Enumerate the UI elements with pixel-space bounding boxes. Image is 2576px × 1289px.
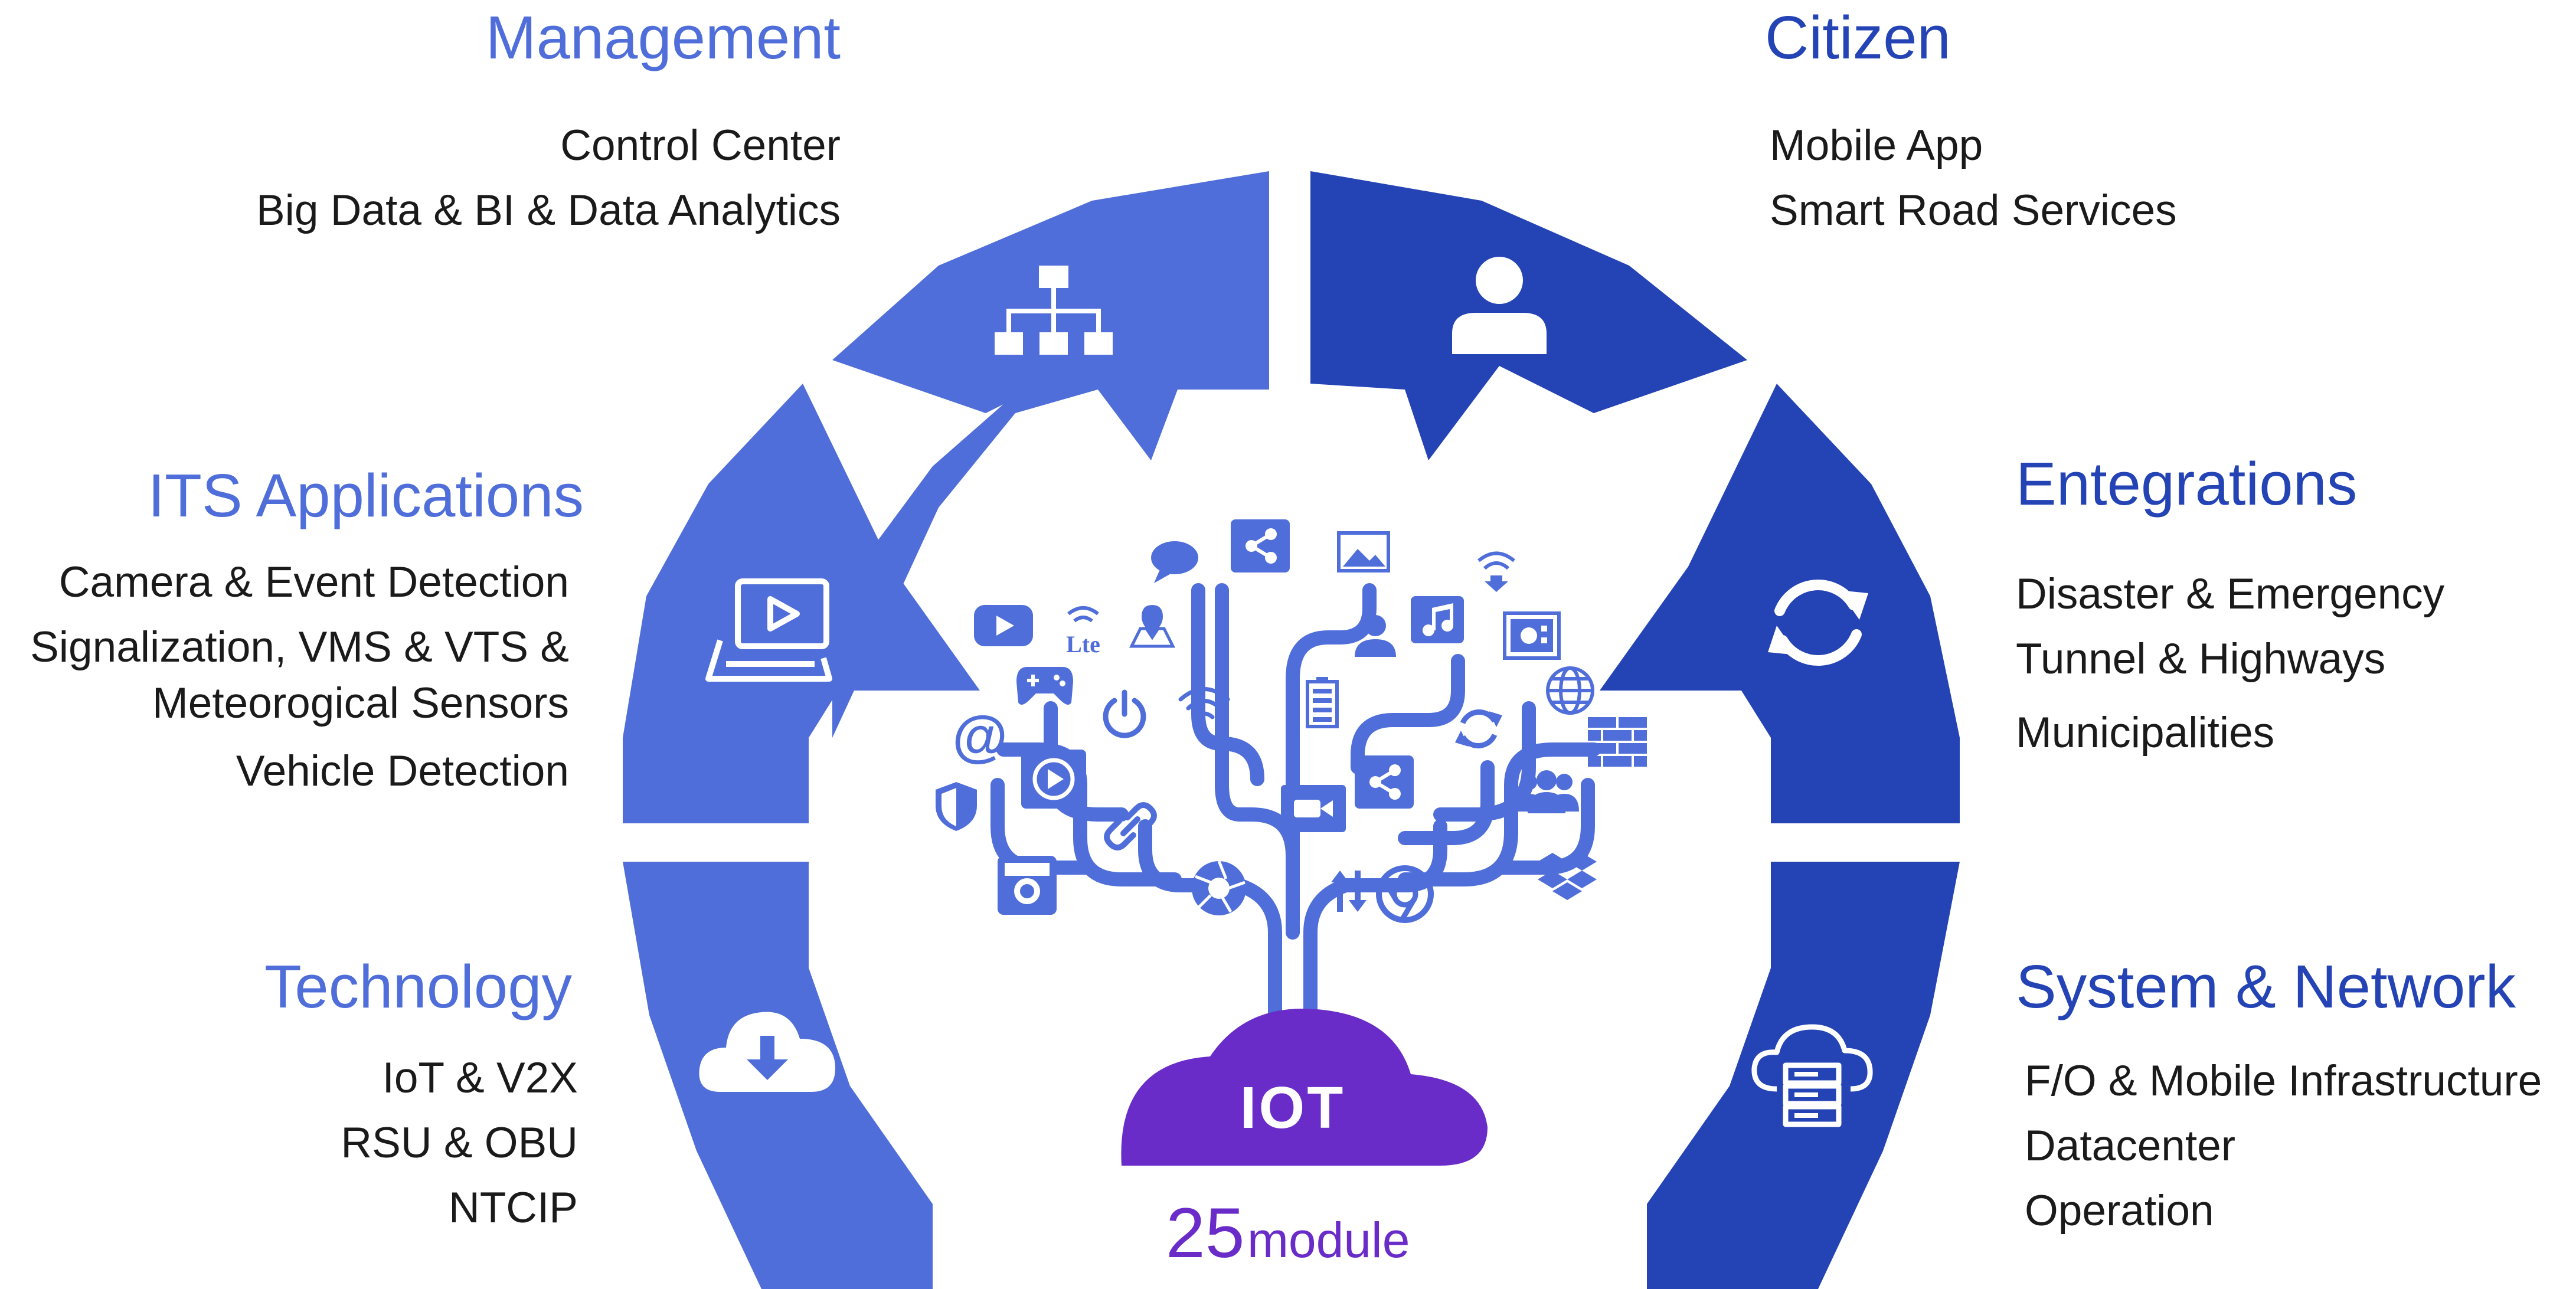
integrations-item: Disaster & Emergency xyxy=(2016,570,2445,618)
citizen-title: Citizen xyxy=(1765,4,1951,71)
module-count: 25 module xyxy=(1166,1192,1410,1274)
aperture-icon xyxy=(1192,861,1246,915)
camera-icon xyxy=(998,856,1057,915)
segment-management-cap xyxy=(832,171,1269,460)
iot-cloud-shape xyxy=(1121,1009,1488,1166)
at-icon: @ xyxy=(952,708,1008,767)
dropbox-icon xyxy=(1538,853,1597,900)
segment-its-shape xyxy=(623,384,980,823)
system-item: Datacenter xyxy=(2025,1122,2236,1170)
image-icon xyxy=(1337,531,1390,572)
group-icon xyxy=(1514,770,1579,813)
tree-trunk xyxy=(1303,819,1447,1046)
map-icon xyxy=(1129,605,1176,648)
tree-branch xyxy=(1191,583,1264,786)
integrations-item: Municipalities xyxy=(2016,709,2275,757)
its-item: Vehicle Detection xyxy=(236,747,569,795)
technology-item: NTCIP xyxy=(449,1184,578,1232)
module-count-number: 25 xyxy=(1166,1193,1245,1272)
cloud-server-icon xyxy=(1751,1024,1873,1127)
system-item: F/O & Mobile Infrastructure xyxy=(2025,1057,2542,1105)
segment-its xyxy=(623,384,980,823)
gamepad-icon xyxy=(1016,667,1073,705)
technology-item: IoT & V2X xyxy=(382,1054,578,1102)
tree-trunk xyxy=(1138,819,1282,1046)
citizen-item: Smart Road Services xyxy=(1770,187,2177,234)
technology-title: Technology xyxy=(264,953,572,1020)
integrations-title: Entegrations xyxy=(2016,450,2358,518)
globe-icon xyxy=(1546,666,1594,715)
svg-text:Lte: Lte xyxy=(1066,631,1100,655)
its-item: Camera & Event Detection xyxy=(58,558,569,606)
user-icon xyxy=(1355,615,1396,657)
firewall-icon xyxy=(1588,717,1647,767)
its-item: Signalization, VMS & VTS & xyxy=(30,623,569,671)
chat-icon xyxy=(1151,541,1198,583)
citizen-item: Mobile App xyxy=(1770,122,1983,169)
system-item: Operation xyxy=(2025,1187,2214,1235)
share-icon xyxy=(1231,519,1290,572)
transfer-icon xyxy=(1331,871,1367,912)
tree-branch xyxy=(1398,760,1495,845)
cloud-download-icon xyxy=(699,1012,835,1092)
management-item: Control Center xyxy=(560,122,841,169)
system-title: System & Network xyxy=(2016,953,2516,1020)
video-icon xyxy=(1281,785,1346,832)
battery-icon xyxy=(1306,677,1339,728)
technology-item: RSU & OBU xyxy=(341,1119,578,1167)
its-title: ITS Applications xyxy=(148,462,584,529)
youtube-icon xyxy=(974,605,1033,646)
tree-branch xyxy=(1351,654,1465,774)
power-icon xyxy=(1103,689,1146,738)
management-item: Big Data & BI & Data Analytics xyxy=(256,187,841,234)
link-icon xyxy=(1104,802,1157,850)
music-icon xyxy=(1411,596,1464,643)
share-icon xyxy=(1355,755,1414,809)
iot-cloud-label: IOT xyxy=(1240,1075,1346,1141)
management-title: Management xyxy=(485,4,841,71)
chrome-icon xyxy=(1376,865,1434,923)
lte-icon: Lte xyxy=(1066,606,1100,655)
user-icon xyxy=(1452,257,1547,354)
integrations-item: Tunnel & Highways xyxy=(2016,635,2386,683)
svg-text:@: @ xyxy=(952,708,1008,767)
org-chart-icon xyxy=(995,266,1113,355)
presentation-icon xyxy=(705,578,832,682)
shield-icon xyxy=(936,782,977,831)
safe-icon xyxy=(1503,611,1561,660)
sync-icon xyxy=(1768,580,1868,666)
play-icon xyxy=(1021,750,1086,809)
broadcast-icon xyxy=(1477,551,1515,592)
wifi-icon xyxy=(1178,687,1230,719)
its-item: Meteorogical Sensors xyxy=(152,679,569,727)
sync-icon xyxy=(1455,709,1502,749)
module-count-unit: module xyxy=(1247,1212,1410,1268)
